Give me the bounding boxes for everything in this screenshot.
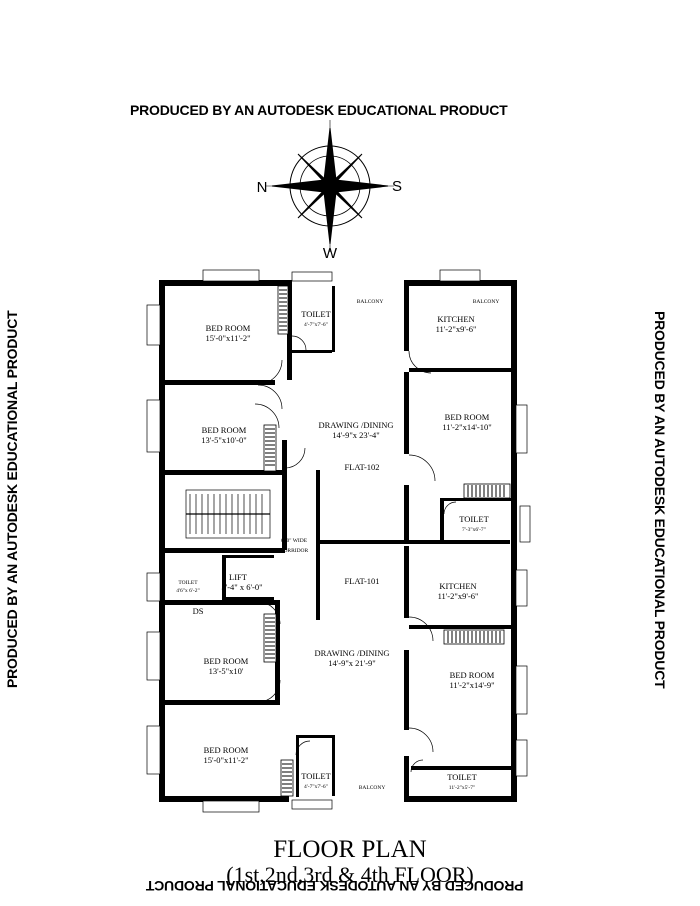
toilet-1-label: TOILET	[301, 309, 331, 319]
compass-north-label: N	[257, 179, 268, 196]
bed-room-6-size: 15'-0"x11'-2"	[203, 755, 248, 765]
toilet-2-size: 7'-3"x6'-7"	[462, 527, 486, 533]
compass-rose	[266, 120, 394, 252]
drawing-bottom-label: DRAWING /DINING	[314, 648, 389, 658]
balcony-top-label: BALCONY	[357, 299, 384, 305]
bed-room-2-size: 13'-5"x10'-0"	[201, 435, 246, 445]
toilet-5-size: 11'-2"x5'-7"	[449, 785, 475, 791]
toilet-1-size: 4'-7"x7'-6"	[304, 322, 328, 328]
bed-room-4-size: 13'-5"x10'	[209, 666, 244, 676]
toilet-4-size: 4'-7"x7'-6"	[304, 784, 328, 790]
toilet-5-label: TOILET	[447, 772, 477, 782]
drawing-top-label: DRAWING /DINING	[318, 420, 393, 430]
floor-plan-subtitle: (1st,2nd,3rd & 4th FLOOR)	[226, 862, 474, 887]
drawing-bottom-size: 14'-9"x 21'-9"	[328, 658, 376, 668]
bed-room-5-label: BED ROOM	[450, 670, 495, 680]
drawing-top-size: 14'-9"x 23'-4"	[332, 430, 380, 440]
bed-room-2-label: BED ROOM	[202, 425, 247, 435]
staircase	[185, 489, 271, 539]
bed-room-1-label: BED ROOM	[206, 323, 251, 333]
toilet-3-label: TOILET	[178, 580, 198, 586]
kitchen-bottom-size: 11'-2"x9'-6"	[438, 591, 479, 601]
toilet-2-label: TOILET	[459, 514, 489, 524]
toilet-3-size: 4'6"x 6'-2"	[176, 588, 199, 594]
flat-102-label: FLAT-102	[344, 462, 379, 472]
lift-size: 5'-4" x 6'-0"	[221, 582, 262, 592]
wardrobe-hatching	[265, 289, 505, 793]
outer-walls	[159, 280, 517, 802]
lift-label: LIFT	[229, 572, 248, 582]
bed-room-3-label: BED ROOM	[445, 412, 490, 422]
bed-room-4-label: BED ROOM	[204, 656, 249, 666]
door-swings	[254, 335, 457, 773]
bed-room-6-label: BED ROOM	[204, 745, 249, 755]
balcony-bottom-label: BALCONY	[359, 785, 386, 791]
bed-room-3-size: 11'-2"x14'-10"	[442, 422, 491, 432]
compass-west-label: W	[323, 245, 338, 262]
flat-101-label: FLAT-101	[344, 576, 379, 586]
kitchen-top-size: 11'-2"x9'-6"	[436, 324, 477, 334]
windows	[146, 269, 531, 813]
watermark-top: PRODUCED BY AN AUTODESK EDUCATIONAL PROD…	[130, 102, 508, 118]
corridor-label-2: CORRIDOR	[280, 548, 309, 554]
toilet-4-label: TOILET	[301, 771, 331, 781]
kitchen-bottom-label: KITCHEN	[439, 581, 476, 591]
kitchen-top-label: KITCHEN	[437, 314, 474, 324]
floor-plan-title: FLOOR PLAN	[273, 836, 427, 863]
ds-label: DS	[193, 606, 204, 616]
watermark-bottom: PRODUCED BY AN AUTODESK EDUCATIONAL PROD…	[146, 878, 524, 894]
corridor-label-1: 6'-0" WIDE	[281, 538, 308, 544]
bed-room-1-size: 15'-0"x11'-2"	[205, 333, 250, 343]
bed-room-5-size: 11'-2"x14'-9"	[449, 680, 494, 690]
balcony-top-right-label: BALCONY	[473, 299, 500, 305]
interior-walls	[165, 280, 511, 802]
compass-south-label: S	[392, 178, 402, 195]
